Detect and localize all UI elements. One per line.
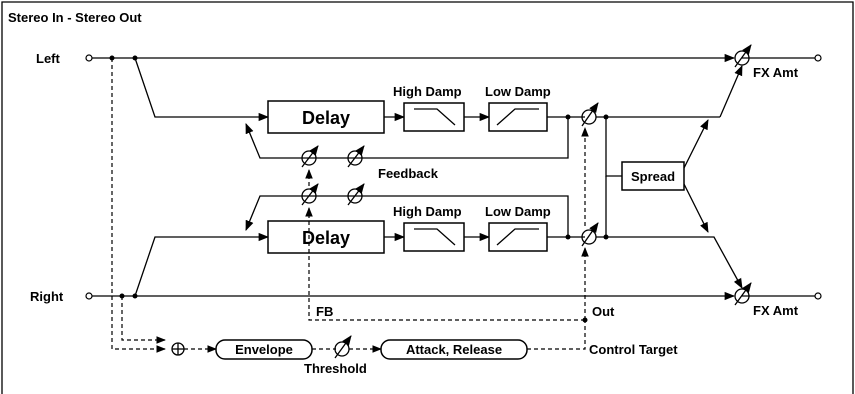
feedback-top-knob-1 xyxy=(301,150,317,166)
delay-bottom-block xyxy=(267,220,385,254)
feedback-bottom-loop xyxy=(245,195,569,237)
right-wet-input xyxy=(134,232,270,297)
out-mix-bottom-knob-slash xyxy=(581,222,599,247)
left-output-port xyxy=(814,54,822,62)
spread-label: Spread xyxy=(631,169,675,184)
left-wet-out xyxy=(719,65,743,118)
low-damp-bottom-block xyxy=(488,222,548,252)
feedback-label: Feedback xyxy=(378,166,439,181)
left-wet-input xyxy=(134,57,270,122)
left-input-label: Left xyxy=(36,51,61,66)
threshold-knob-slash xyxy=(334,335,352,359)
control-junction xyxy=(582,317,588,323)
feedback-bottom-knob-2 xyxy=(347,188,363,204)
fx-amt-top-knob xyxy=(734,50,750,66)
low-damp-top-label: Low Damp xyxy=(485,84,551,99)
right-input-label: Right xyxy=(30,289,64,304)
high-damp-top-label: High Damp xyxy=(393,84,462,99)
feedback-top-knob-2-slash xyxy=(347,145,365,168)
high-damp-top-block xyxy=(403,102,465,132)
control-target-line xyxy=(527,320,586,350)
fb-label: FB xyxy=(316,304,333,319)
diagram-title: Stereo In - Stereo Out xyxy=(8,10,142,25)
feedback-bottom-knob-1 xyxy=(301,188,317,204)
delay-top-block xyxy=(267,100,385,134)
spread-to-bottom xyxy=(683,183,709,233)
fx-amt-bottom-knob xyxy=(734,288,750,304)
out-mix-top-knob-slash xyxy=(581,102,599,127)
delay-bottom-label: Delay xyxy=(302,228,350,248)
spread-in-top xyxy=(605,117,622,177)
left-input-port xyxy=(85,54,93,62)
control-left-tap xyxy=(111,58,166,353)
fx-amt-bottom-label: FX Amt xyxy=(753,303,799,318)
control-right-tap xyxy=(121,296,166,344)
high-damp-bottom-icon xyxy=(414,228,456,246)
right-input-port xyxy=(85,292,93,300)
fx-amt-top-label: FX Amt xyxy=(753,65,799,80)
low-damp-bottom-icon xyxy=(496,228,539,246)
right-output-port xyxy=(814,292,822,300)
right-wet-out xyxy=(690,236,743,289)
feedback-bottom-knob-1-slash xyxy=(301,183,319,206)
feedback-top-knob-2 xyxy=(347,150,363,166)
high-damp-top-icon xyxy=(414,108,456,126)
feedback-top-loop xyxy=(245,117,569,159)
high-damp-bottom-block xyxy=(403,222,465,252)
high-damp-bottom-label: High Damp xyxy=(393,204,462,219)
delay-top-label: Delay xyxy=(302,108,350,128)
spread-to-top xyxy=(683,119,709,169)
low-damp-top-block xyxy=(488,102,548,132)
fx-amt-bottom-knob-slash xyxy=(734,282,752,306)
attack-release-label: Attack, Release xyxy=(406,342,502,357)
feedback-top-knob-1-slash xyxy=(301,145,319,168)
spread-block xyxy=(621,161,685,191)
low-damp-top-icon xyxy=(496,108,539,126)
envelope-label: Envelope xyxy=(235,342,293,357)
out-label: Out xyxy=(592,304,615,319)
control-target-label: Control Target xyxy=(589,342,678,357)
feedback-bottom-knob-2-slash xyxy=(347,183,365,206)
threshold-label: Threshold xyxy=(304,361,367,376)
low-damp-bottom-label: Low Damp xyxy=(485,204,551,219)
control-to-fb xyxy=(305,207,585,321)
fx-amt-top-knob-slash xyxy=(734,44,752,68)
